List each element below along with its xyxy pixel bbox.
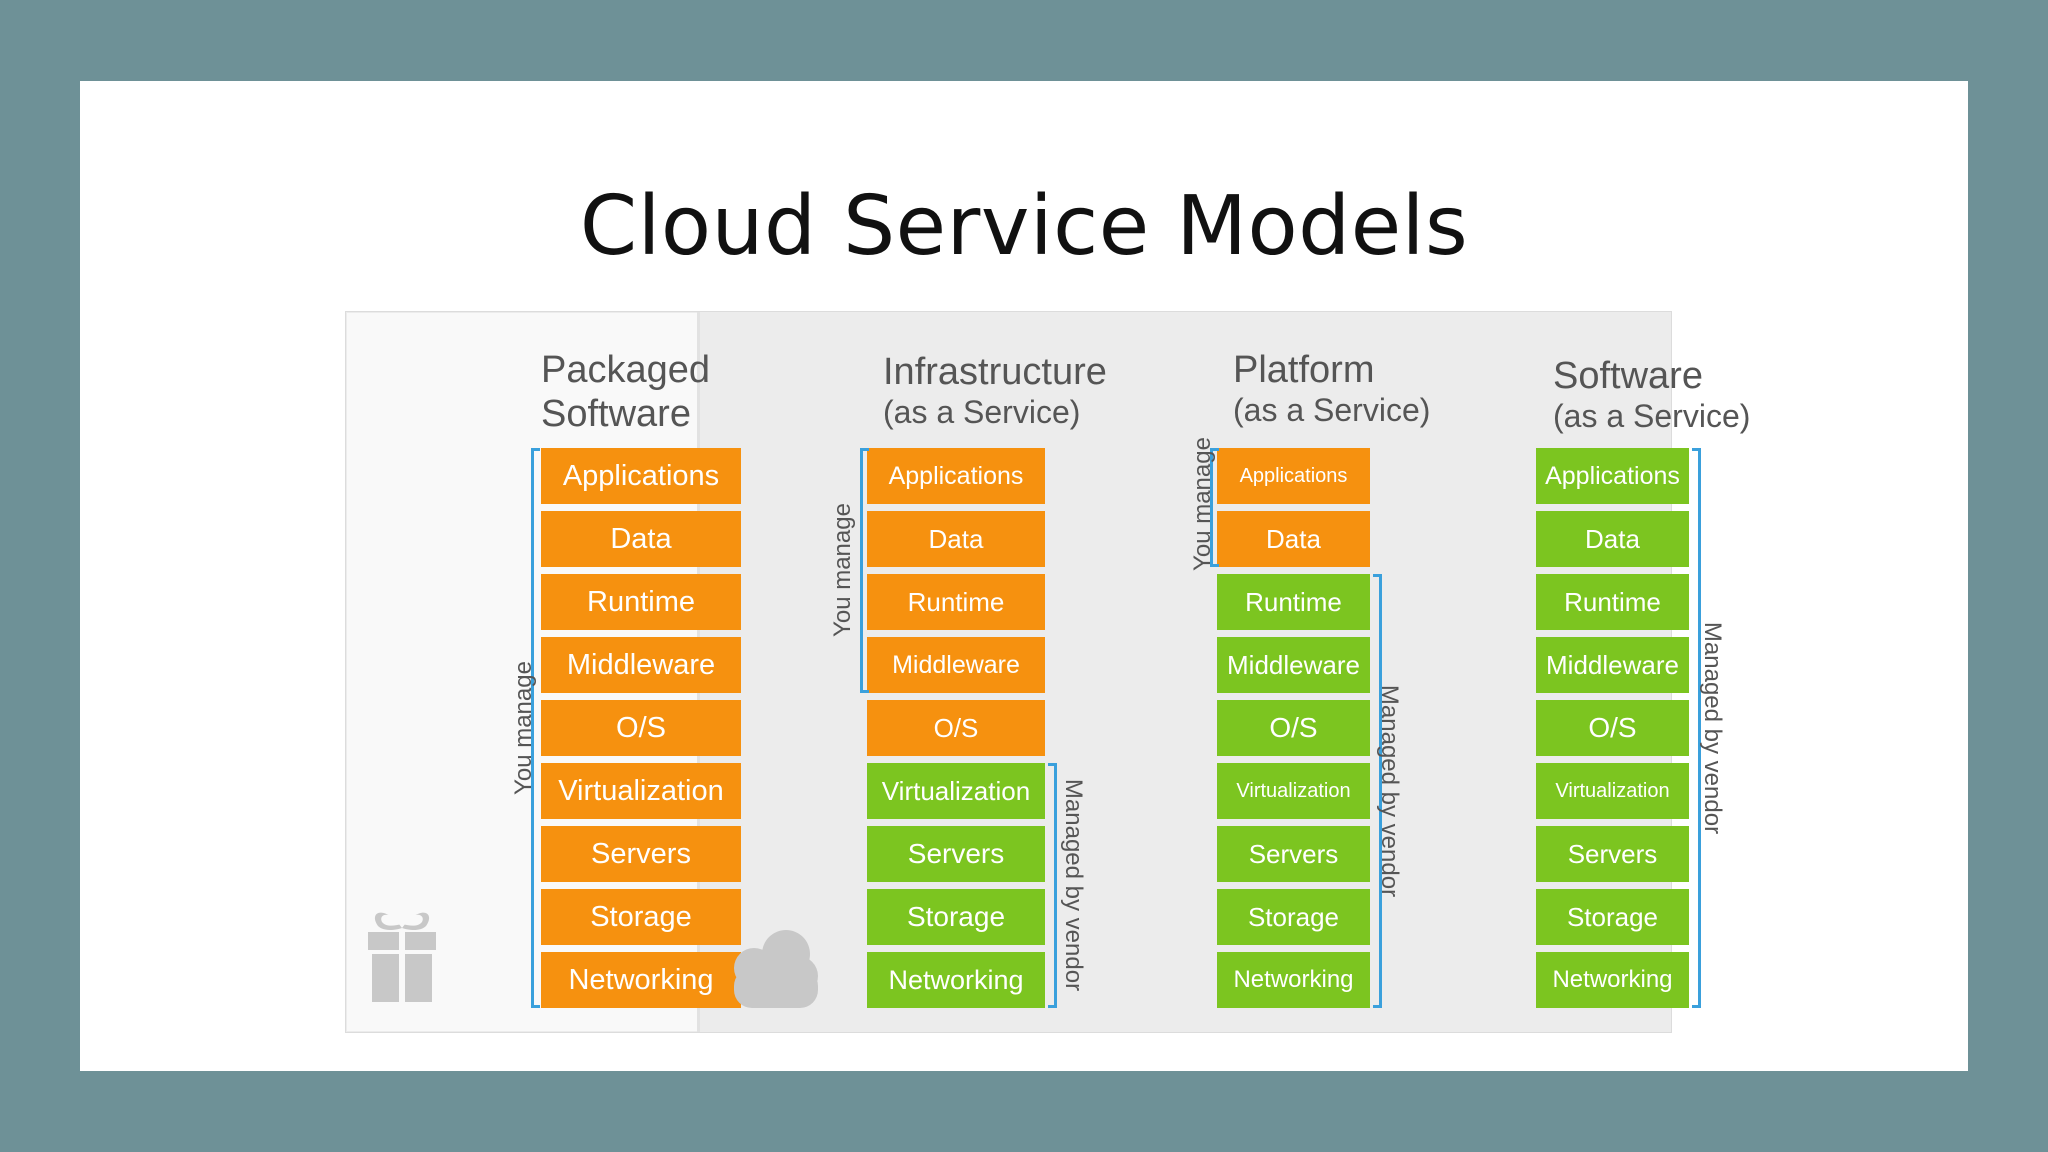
column-title-line2: Software — [541, 393, 691, 436]
layer-servers: Servers — [541, 826, 741, 882]
layer-middleware: Middleware — [1536, 637, 1689, 693]
layer-virtualization: Virtualization — [1217, 763, 1370, 819]
column-title-line1: Packaged — [541, 349, 711, 391]
layer-storage: Storage — [1217, 889, 1370, 945]
layer-virtualization: Virtualization — [867, 763, 1045, 819]
layer-os: O/S — [541, 700, 741, 756]
layer-runtime: Runtime — [1217, 574, 1370, 630]
layer-networking: Networking — [541, 952, 741, 1008]
column-title-line1: Software — [1553, 355, 1703, 397]
column-title-paas: Platform (as a Service) — [1233, 348, 1430, 430]
you-manage-bracket — [860, 448, 869, 693]
layer-storage: Storage — [867, 889, 1045, 945]
managed-by-vendor-label: Managed by vendor — [1699, 621, 1726, 835]
gift-icon — [368, 912, 436, 1002]
layer-data: Data — [867, 511, 1045, 567]
layer-servers: Servers — [1536, 826, 1689, 882]
managed-by-vendor-label: Managed by vendor — [1376, 684, 1403, 898]
layer-middleware: Middleware — [1217, 637, 1370, 693]
layer-runtime: Runtime — [541, 574, 741, 630]
managed-by-vendor-label: Managed by vendor — [1060, 778, 1087, 992]
you-manage-label: You manage — [510, 661, 537, 795]
layer-os: O/S — [1536, 700, 1689, 756]
layer-networking: Networking — [867, 952, 1045, 1008]
layer-runtime: Runtime — [1536, 574, 1689, 630]
managed-by-vendor-bracket — [1373, 574, 1382, 1008]
layer-os: O/S — [1217, 700, 1370, 756]
layer-networking: Networking — [1217, 952, 1370, 1008]
column-title-saas: Software (as a Service) — [1553, 354, 1750, 436]
you-manage-bracket — [1210, 448, 1219, 567]
column-title-line1: Platform — [1233, 349, 1375, 391]
layer-networking: Networking — [1536, 952, 1689, 1008]
column-title-packaged: Packaged Software — [541, 348, 710, 437]
layer-runtime: Runtime — [867, 574, 1045, 630]
layer-os: O/S — [867, 700, 1045, 756]
layer-applications: Applications — [541, 448, 741, 504]
layer-data: Data — [541, 511, 741, 567]
layer-applications: Applications — [1536, 448, 1689, 504]
layer-virtualization: Virtualization — [541, 763, 741, 819]
cloud-models-diagram: Packaged Software Infrastructure (as a S… — [345, 311, 1750, 1033]
column-title-line2: (as a Service) — [883, 394, 1081, 431]
layer-applications: Applications — [867, 448, 1045, 504]
layer-data: Data — [1536, 511, 1689, 567]
column-title-line2: (as a Service) — [1553, 398, 1751, 435]
managed-by-vendor-bracket — [1692, 448, 1701, 1008]
you-manage-bracket — [531, 448, 540, 1008]
you-manage-label: You manage — [829, 503, 856, 637]
layer-servers: Servers — [867, 826, 1045, 882]
you-manage-label: You manage — [1189, 437, 1216, 571]
slide: Cloud Service Models Packaged Software I… — [80, 81, 1968, 1071]
column-title-line1: Infrastructure — [883, 351, 1107, 393]
cloud-icon — [734, 930, 818, 1008]
layer-virtualization: Virtualization — [1536, 763, 1689, 819]
layer-middleware: Middleware — [867, 637, 1045, 693]
layer-middleware: Middleware — [541, 637, 741, 693]
managed-by-vendor-bracket — [1048, 763, 1057, 1008]
layer-applications: Applications — [1217, 448, 1370, 504]
column-title-line2: (as a Service) — [1233, 392, 1431, 429]
layer-storage: Storage — [541, 889, 741, 945]
layer-data: Data — [1217, 511, 1370, 567]
slide-title: Cloud Service Models — [579, 179, 1469, 274]
column-title-iaas: Infrastructure (as a Service) — [883, 350, 1107, 432]
layer-servers: Servers — [1217, 826, 1370, 882]
layer-storage: Storage — [1536, 889, 1689, 945]
